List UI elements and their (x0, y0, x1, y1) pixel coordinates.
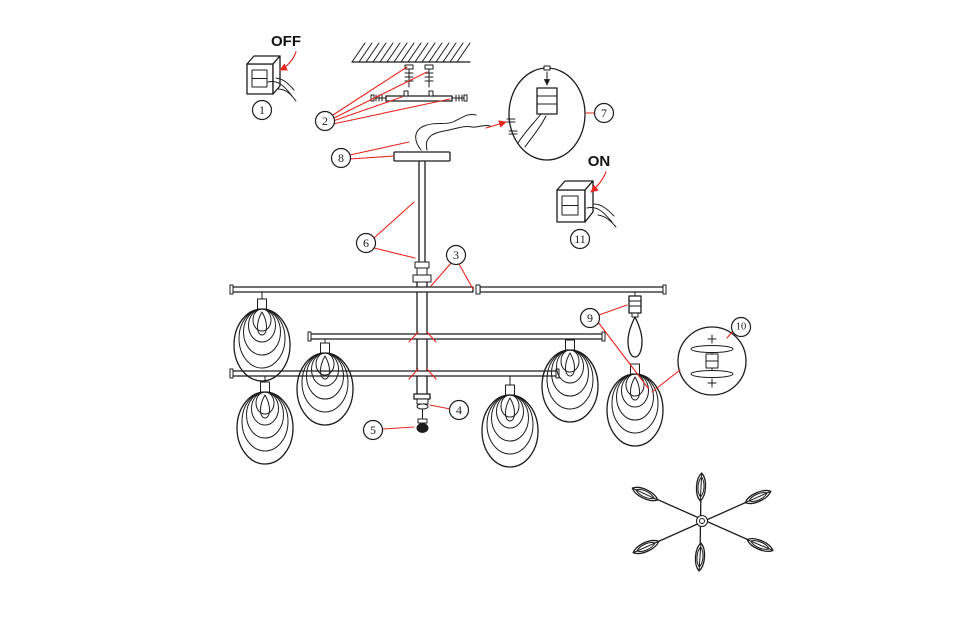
candle-bulb (627, 316, 643, 358)
arm-tier-1-detached (475, 284, 667, 295)
top-view-leaf (695, 472, 707, 502)
svg-text:9: 9 (587, 311, 593, 325)
bulb-socket (628, 291, 642, 318)
top-view-leaf (744, 534, 776, 556)
off-arrow (279, 51, 297, 71)
bottom-finial (413, 393, 431, 433)
lamp-shade (296, 342, 354, 426)
callout-3: 3 (445, 244, 467, 266)
svg-text:6: 6 (363, 236, 369, 250)
callout-5: 5 (362, 419, 384, 441)
top-view (629, 472, 776, 572)
ceiling-hatch (351, 42, 471, 63)
shade-stems (261, 291, 511, 386)
down-rod (412, 160, 432, 283)
callout-7: 7 (593, 102, 615, 124)
svg-text:11: 11 (574, 232, 586, 246)
callout-2: 2 (314, 110, 336, 132)
on-label: ON (588, 153, 611, 170)
svg-text:3: 3 (453, 248, 459, 262)
lamp-shade (481, 384, 539, 468)
top-view-leaf (630, 536, 662, 558)
svg-text:7: 7 (601, 106, 607, 120)
callout-10: 10 (730, 316, 752, 338)
wire-connector-magnifier (506, 65, 586, 161)
canopy (393, 151, 451, 162)
arm-tier-2 (307, 331, 606, 342)
svg-text:1: 1 (259, 103, 265, 117)
top-view-leaf (693, 542, 707, 572)
top-view-leaf (742, 486, 774, 508)
annotation-leaders (332, 66, 734, 430)
callout-11: 11 (569, 228, 591, 250)
lamp-shade (236, 381, 294, 465)
callout-9: 9 (579, 307, 601, 329)
on-arrow (590, 171, 607, 193)
svg-text:8: 8 (338, 151, 344, 165)
supply-wires (415, 114, 491, 151)
svg-text:4: 4 (456, 403, 462, 417)
on-switch (556, 180, 617, 228)
svg-text:2: 2 (322, 114, 328, 128)
mounting-bracket (370, 90, 468, 102)
callout-1: 1 (251, 99, 273, 121)
lamp-shade (233, 298, 291, 382)
lamp-shade (541, 339, 599, 423)
svg-text:10: 10 (736, 322, 747, 333)
svg-text:5: 5 (370, 423, 376, 437)
hand-icon (267, 77, 297, 102)
lamp-shade (606, 363, 664, 447)
off-label: OFF (271, 33, 301, 50)
arm-tier-1 (229, 284, 474, 295)
hand-icon (586, 203, 617, 228)
finial-knob (416, 423, 429, 433)
socket-magnifier (677, 326, 747, 396)
ceiling-screws (404, 64, 434, 88)
callout-4: 4 (448, 399, 470, 421)
callout-8: 8 (330, 147, 352, 169)
off-switch (246, 55, 297, 102)
callout-6: 6 (355, 232, 377, 254)
top-view-leaf (629, 483, 661, 505)
